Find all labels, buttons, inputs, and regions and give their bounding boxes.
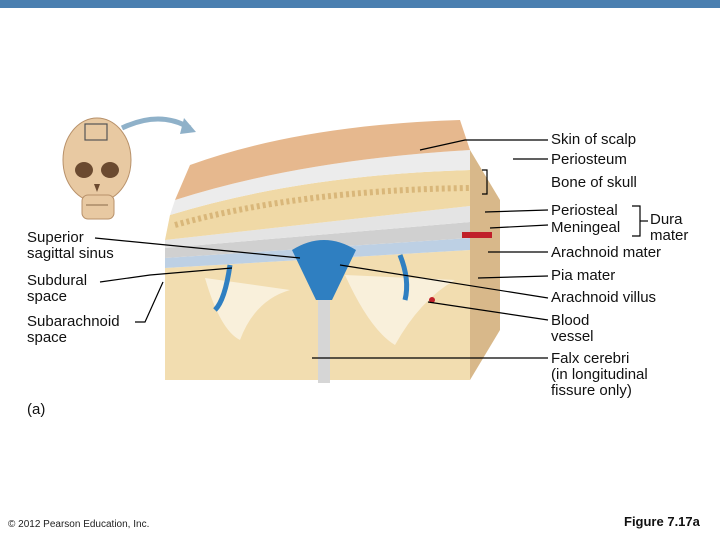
- label-arachnoid-mater: Arachnoid mater: [551, 244, 662, 261]
- header-bar: [0, 0, 720, 8]
- label-superior-sagittal-sinus: Superior sagittal sinus: [27, 229, 114, 262]
- label-periosteal: Periosteal: [551, 202, 618, 219]
- label-skin-of-scalp: Skin of scalp: [551, 131, 637, 148]
- label-dura: Dura: [650, 211, 683, 228]
- meninges-block: [165, 120, 500, 383]
- label-falx-cerebri: Falx cerebri (in longitudinal fissure on…: [551, 350, 648, 399]
- label-pia-mater: Pia mater: [551, 267, 616, 284]
- label-mater: mater: [650, 227, 689, 244]
- leader-lines-right: [312, 139, 648, 359]
- label-bone-of-skull: Bone of skull: [551, 174, 637, 191]
- skull-thumbnail: [62, 117, 132, 220]
- label-subarachnoid-space: Subarachnoid space: [27, 313, 120, 346]
- label-arachnoid-villus: Arachnoid villus: [551, 289, 657, 306]
- label-meningeal: Meningeal: [551, 219, 621, 236]
- leader-lines-left: [94, 237, 301, 323]
- copyright-text: © 2012 Pearson Education, Inc.: [8, 519, 150, 530]
- label-panel-a: (a): [27, 401, 46, 418]
- label-subdural-space: Subdural space: [27, 272, 88, 305]
- figure-caption: Figure 7.17a: [624, 514, 700, 529]
- label-periosteum: Periosteum: [551, 151, 627, 168]
- pointer-arrow: [120, 116, 192, 131]
- label-blood-vessel: Blood vessel: [551, 312, 594, 345]
